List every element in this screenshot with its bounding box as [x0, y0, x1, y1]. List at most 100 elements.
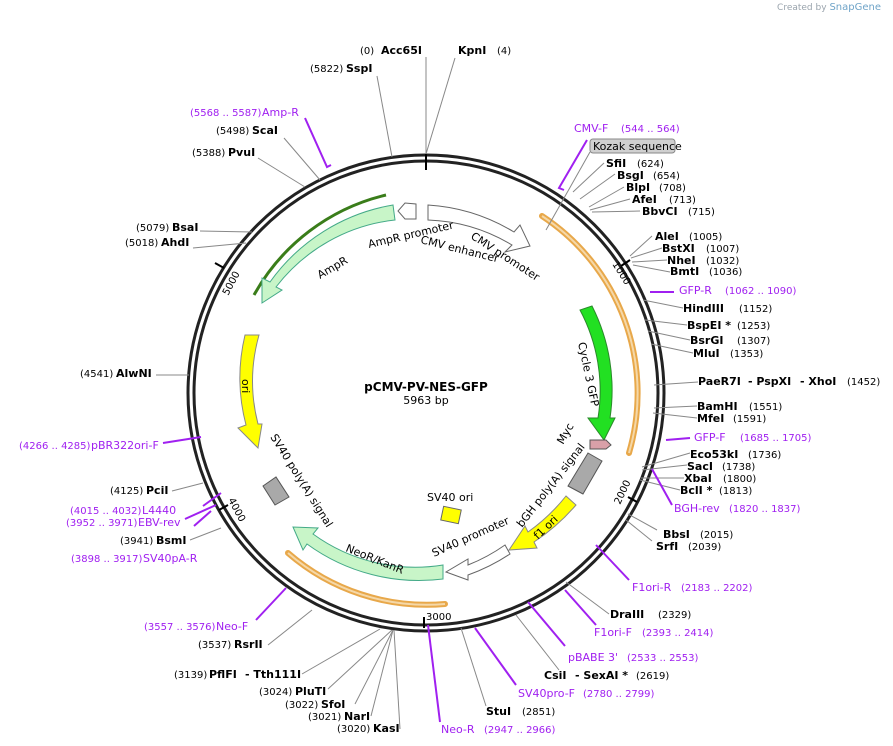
enzyme-alei: AleI(1005) — [655, 230, 722, 243]
orf-arc-gfp-core — [541, 215, 639, 454]
svg-text:XbaI: XbaI — [684, 472, 712, 485]
svg-text:PluTI: PluTI — [295, 685, 326, 698]
primer-neor: Neo-R(2947 .. 2966) — [441, 723, 556, 736]
enzyme-bsmi: (3941)BsmI — [120, 534, 187, 547]
enzyme-pflfi: (3139)PflFI- Tth111I — [174, 668, 301, 681]
enzyme-bcli: BclI * (1813) — [680, 484, 752, 497]
enzyme-blpi: BlpI(708) — [626, 181, 686, 194]
primer-pbabe3: pBABE 3' (2533 .. 2553) — [568, 651, 699, 664]
svg-text:AleI: AleI — [655, 230, 679, 243]
svg-text:(1738): (1738) — [722, 462, 755, 473]
enzyme-bstxi: BstXI (1007) — [662, 242, 739, 255]
svg-text:- PspXI: - PspXI — [748, 375, 791, 388]
enzyme-draiii: DraIII(2329) — [610, 608, 691, 621]
enzyme-kpni: KpnI(4) — [458, 44, 511, 57]
svg-text:F1ori-R: F1ori-R — [632, 581, 672, 594]
enzyme-nhei: NheI(1032) — [667, 254, 739, 267]
enzyme-eco53ki: Eco53kI(1736) — [690, 448, 781, 461]
primer-f1orif: F1ori-F(2393 .. 2414) — [594, 626, 714, 639]
enzyme-kasi: (3020)KasI — [337, 722, 400, 735]
feature-myc: Myc — [554, 421, 576, 447]
svg-text:(3024): (3024) — [259, 687, 292, 698]
enzyme-bbvci: BbvCI (715) — [642, 205, 715, 218]
svg-text:pBABE 3': pBABE 3' — [568, 651, 618, 664]
svg-text:BsaI: BsaI — [172, 221, 198, 234]
primer-l4440: (4015 .. 4032)L4440 — [70, 504, 176, 517]
svg-text:(5498): (5498) — [216, 126, 249, 137]
svg-text:(5018): (5018) — [125, 238, 158, 249]
svg-text:BsrGI: BsrGI — [690, 334, 723, 347]
svg-text:(2780 .. 2799): (2780 .. 2799) — [583, 689, 655, 700]
kozak-leader — [545, 151, 591, 231]
primer-cmvf: CMV-F(544 .. 564) — [574, 122, 680, 135]
svg-text:BsmI: BsmI — [156, 534, 187, 547]
svg-text:SrfI: SrfI — [656, 540, 678, 553]
svg-text:SacI: SacI — [687, 460, 713, 473]
svg-text:Neo-F: Neo-F — [216, 620, 248, 633]
svg-text:(715): (715) — [688, 207, 715, 218]
svg-text:AlwNI: AlwNI — [116, 367, 152, 380]
enzyme-mfei: MfeI(1591) — [697, 412, 766, 425]
primer-ampr: (5568 .. 5587)Amp-R — [190, 106, 299, 119]
svg-text:PciI: PciI — [146, 484, 168, 497]
plasmid-size: 5963 bp — [403, 394, 448, 407]
svg-text:BbvCI: BbvCI — [642, 205, 678, 218]
sv40-polya-block — [262, 476, 290, 506]
enzyme-mlui: MluI(1353) — [693, 347, 763, 360]
svg-text:(2533 .. 2553): (2533 .. 2553) — [627, 653, 699, 664]
svg-text:4000: 4000 — [225, 496, 247, 524]
svg-text:BstXI: BstXI — [662, 242, 695, 255]
svg-text:(5388): (5388) — [192, 148, 225, 159]
enzyme-bamhi: BamHI(1551) — [697, 400, 782, 413]
svg-text:SfiI: SfiI — [606, 157, 626, 170]
svg-text:SV40pro-F: SV40pro-F — [518, 687, 575, 700]
svg-text:(1007): (1007) — [706, 244, 739, 255]
svg-text:(3139): (3139) — [174, 670, 207, 681]
svg-text:BspEI *: BspEI * — [687, 319, 731, 332]
svg-text:Amp-R: Amp-R — [262, 106, 299, 119]
enzyme-bbsi: BbsI(2015) — [663, 528, 733, 541]
enzyme-srfi: SrfI(2039) — [656, 540, 721, 553]
svg-text:KasI: KasI — [373, 722, 400, 735]
enzyme-afei: AfeI(713) — [632, 193, 696, 206]
ori-arrow — [237, 334, 263, 450]
enzyme-xbai: XbaI(1800) — [684, 472, 756, 485]
svg-text:NheI: NheI — [667, 254, 696, 267]
enzyme-sspi: (5822)SspI — [310, 62, 372, 75]
svg-text:(2183 .. 2202): (2183 .. 2202) — [681, 583, 753, 594]
svg-text:(713): (713) — [669, 195, 696, 206]
bgh-polya-block — [567, 452, 603, 495]
feature-ampr: AmpR — [315, 254, 350, 282]
svg-text:(4541): (4541) — [80, 369, 113, 380]
primer-pbr322: (4266 .. 4285)pBR322ori-F — [19, 439, 159, 452]
enzyme-bmti: BmtI(1036) — [670, 265, 742, 278]
orf-arc-neo-core — [287, 552, 446, 606]
svg-text:(2619): (2619) — [636, 671, 669, 682]
svg-text:(3898 .. 3917): (3898 .. 3917) — [71, 554, 143, 565]
svg-text:MfeI: MfeI — [697, 412, 724, 425]
svg-text:(3021): (3021) — [308, 712, 341, 723]
feature-kozak: Kozak sequence — [593, 140, 682, 153]
svg-text:F1ori-F: F1ori-F — [594, 626, 632, 639]
svg-text:PflFI: PflFI — [209, 668, 237, 681]
svg-text:BbsI: BbsI — [663, 528, 690, 541]
svg-text:(1685 .. 1705): (1685 .. 1705) — [740, 433, 812, 444]
svg-text:(3537): (3537) — [198, 640, 231, 651]
enzyme-paer7i: PaeR7I- PspXI- XhoI(1452) — [698, 375, 880, 388]
svg-text:(5568 .. 5587): (5568 .. 5587) — [190, 108, 262, 119]
snapgene-credit: Created by SnapGene — [777, 2, 881, 13]
svg-text:- SexAI *: - SexAI * — [575, 669, 628, 682]
svg-text:(1062 .. 1090): (1062 .. 1090) — [725, 286, 797, 297]
sv40-ori-block — [440, 505, 462, 525]
svg-text:(1820 .. 1837): (1820 .. 1837) — [729, 504, 801, 515]
enzyme-pluti: (3024)PluTI — [259, 685, 326, 698]
svg-text:(1551): (1551) — [749, 402, 782, 413]
svg-text:(1813): (1813) — [719, 486, 752, 497]
enzyme-leaders — [156, 57, 699, 730]
svg-text:(2947 .. 2966): (2947 .. 2966) — [484, 725, 556, 736]
svg-text:Eco53kI: Eco53kI — [690, 448, 738, 461]
enzyme-sfoi: (3022)SfoI — [285, 698, 345, 711]
svg-text:(1036): (1036) — [709, 267, 742, 278]
svg-text:BclI *: BclI * — [680, 484, 713, 497]
